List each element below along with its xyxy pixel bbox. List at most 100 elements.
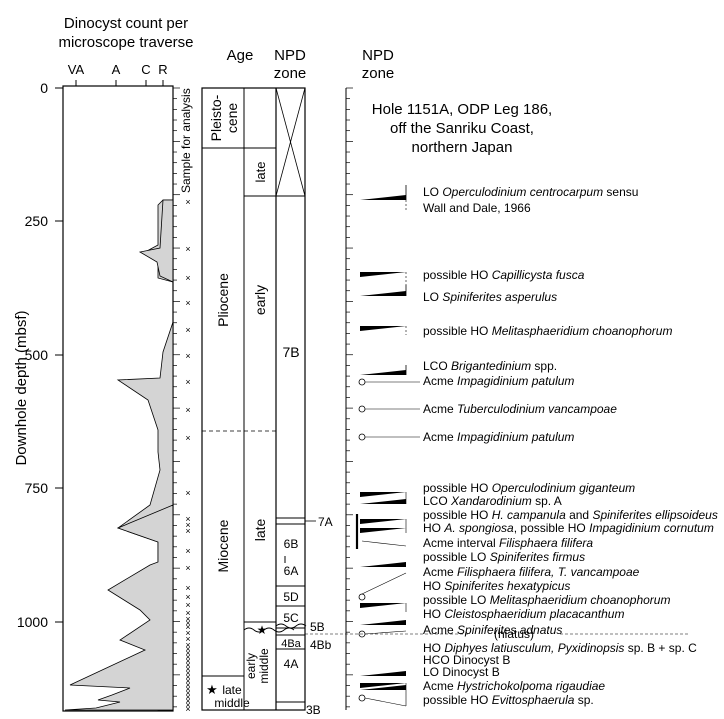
event-label: possible HO Evittosphaerula sp.	[423, 693, 594, 707]
event-label: possible HO Capillicysta fusca	[423, 268, 585, 282]
sample-marker: ×	[185, 652, 190, 662]
event-label: LCO Brigantedinium spp.	[423, 359, 557, 373]
dinocyst-count-profile-base	[64, 504, 174, 711]
abundance-label-a: A	[112, 62, 121, 77]
hole-title-line2: off the Sanriku Coast,	[390, 120, 534, 137]
event-label: Acme Hystrichokolpoma rigaudiae	[423, 679, 605, 693]
hiatus-star: ★	[257, 623, 268, 637]
sample-marker: ×	[185, 688, 190, 698]
sample-marker: ×	[185, 197, 190, 207]
event-label: LO Dinocyst B	[423, 665, 500, 679]
sample-marker: ×	[185, 696, 190, 706]
hole-title-line3: northern Japan	[412, 139, 513, 156]
depth-tick-500: 500	[25, 347, 49, 363]
event-label: LCO Xandarodinium sp. A	[423, 494, 562, 508]
sample-markers: ××××××××××××××××××××××××××××××××××××××××…	[185, 197, 190, 714]
event-label: LO Spiniferites asperulus	[423, 290, 557, 304]
zone-4Ba: 4Ba	[281, 638, 301, 650]
depth-tick-0: 0	[40, 80, 48, 96]
sample-marker: ×	[185, 614, 190, 624]
zone-5D: 5D	[283, 590, 299, 604]
sample-marker: ×	[185, 546, 190, 556]
age-column-title: Age	[227, 47, 254, 64]
event-label: HO A. spongiosa, possible HO Impagidiniu…	[423, 521, 714, 535]
count-title-line1: Dinocyst count per	[64, 15, 188, 32]
sample-marker: ×	[185, 563, 190, 573]
npd-zone-ruler	[345, 87, 353, 710]
hole-title-line1: Hole 1151A, ODP Leg 186,	[372, 101, 552, 118]
sample-marker: ×	[185, 514, 190, 524]
event-label: HCO Dinocyst B	[423, 653, 510, 667]
sample-marker: ×	[185, 704, 190, 714]
npd-zone-title-line2: zone	[274, 65, 307, 82]
event-label: Acme Impagidinium patulum	[423, 374, 574, 388]
sample-marker: ×	[185, 377, 190, 387]
stage-pleistocene-late: late	[253, 162, 268, 183]
sample-marker: ×	[185, 405, 190, 415]
epoch-pleistocene-line1: Pleisto-	[208, 94, 224, 141]
sample-marker: ×	[185, 608, 190, 618]
zone-7B: 7B	[282, 344, 299, 360]
sample-marker: ×	[185, 644, 190, 654]
dinocyst-count-profile-upper	[138, 199, 174, 283]
abundance-label-r: R	[158, 62, 167, 77]
sample-marker: ×	[185, 622, 190, 632]
sample-marker: ×	[185, 656, 190, 666]
sample-marker: ×	[185, 273, 190, 283]
event-label: possible HO H. campanula and Spiniferite…	[423, 508, 718, 522]
sample-marker: ×	[185, 351, 190, 361]
zone-5B: 5B	[310, 620, 325, 634]
event-label: possible LO Spiniferites firmus	[423, 550, 585, 564]
sample-marker: ×	[185, 676, 190, 686]
sample-marker: ×	[185, 668, 190, 678]
abundance-label-va: VA	[68, 62, 85, 77]
sample-marker: ×	[185, 648, 190, 658]
stage-pliocene-early: early	[252, 285, 268, 315]
npd-zone-right-title-line1: NPD	[362, 47, 394, 64]
event-label: HO Cleistosphaeridium placacanthum	[423, 607, 624, 621]
abundance-label-c: C	[141, 62, 150, 77]
sample-marker: ×	[185, 628, 190, 638]
event-labels: LO Operculodinium centrocarpum sensuWall…	[423, 185, 718, 707]
event-label: possible HO Operculodinium giganteum	[423, 481, 635, 495]
count-panel-ruler	[172, 87, 180, 710]
sample-marker: ×	[185, 592, 190, 602]
sample-marker: ×	[185, 692, 190, 702]
zone-6B: 6B	[284, 537, 299, 551]
hiatus-label: (hiatus)	[494, 627, 534, 641]
sample-marker: ×	[185, 618, 190, 628]
abundance-scale: VA A C R	[68, 62, 168, 86]
hiatus-wavy-line-zone	[275, 623, 307, 629]
event-label: Acme Filisphaera filifera, T. vancampoae	[423, 565, 640, 579]
depth-tick-750: 750	[25, 480, 49, 496]
zone-4Bb: 4Bb	[310, 638, 332, 652]
hiatus-wavy-line-left	[243, 627, 295, 633]
event-label: Acme Spiniferites adnatus	[423, 623, 562, 637]
npd-zone-right-title-line2: zone	[362, 65, 395, 82]
depth-axis-label: Downhole depth (mbsf)	[13, 310, 30, 465]
zone-5C: 5C	[283, 611, 299, 625]
event-label: possible LO Melitasphaeridium choanophor…	[423, 593, 670, 607]
depth-tick-1000: 1000	[17, 614, 48, 630]
age-zone-frame	[201, 87, 306, 711]
stage-miocene-late: late	[252, 519, 268, 542]
sample-marker: ×	[185, 640, 190, 650]
zone-3B: 3B	[306, 703, 321, 717]
sample-marker: ×	[185, 664, 190, 674]
sample-marker: ×	[185, 325, 190, 335]
sample-marker: ×	[185, 700, 190, 710]
event-label: Acme Tuberculodinium vancampoae	[423, 402, 617, 416]
npd-zone-title-line1: NPD	[274, 47, 306, 64]
event-label: possible HO Melitasphaeridium choanophor…	[423, 324, 672, 338]
epoch-miocene: Miocene	[215, 519, 231, 572]
sample-marker: ×	[185, 520, 190, 530]
sample-marker: ×	[185, 634, 190, 644]
sample-marker: ×	[185, 244, 190, 254]
stage-early-middle-line2: middle	[257, 648, 271, 684]
sample-marker: ×	[185, 488, 190, 498]
late-middle-line1: late	[222, 683, 242, 697]
event-label: HO Diphyes latiusculum, Pyxidinopsis sp.…	[423, 641, 697, 655]
zone-6A: 6A	[284, 564, 299, 578]
undefined-zone-cross-b	[275, 87, 306, 197]
